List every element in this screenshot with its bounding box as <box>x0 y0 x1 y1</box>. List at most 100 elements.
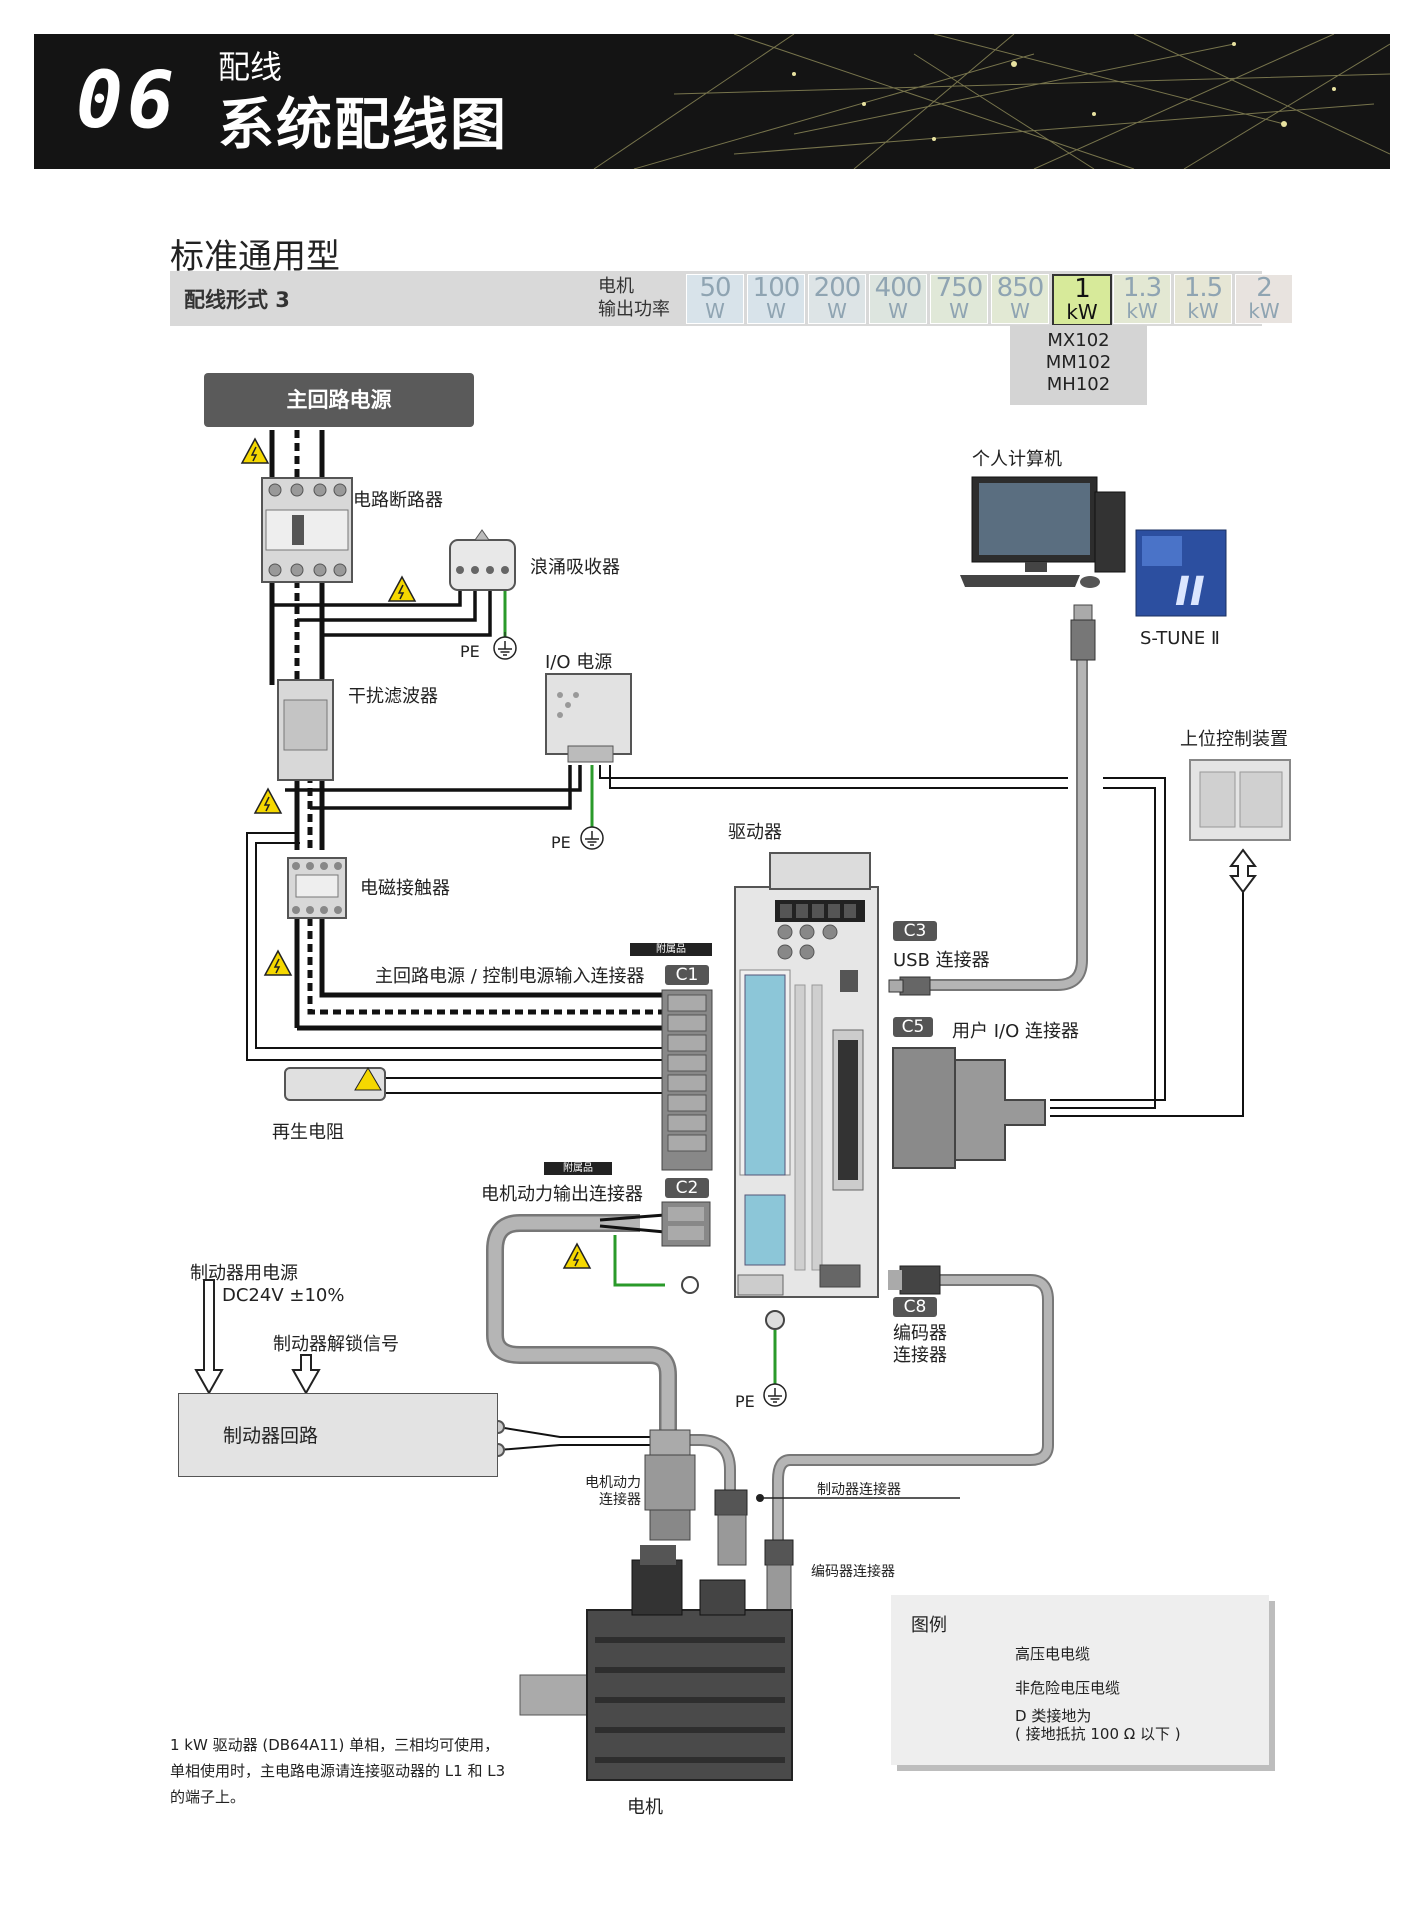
servo-driver <box>734 852 879 1298</box>
c2-accessory-tag: 附属品 <box>544 1162 612 1175</box>
main-power-box: 主回路电源 <box>204 373 474 427</box>
power-rating-unit: kW <box>1248 299 1280 323</box>
svg-text:II: II <box>1175 569 1205 615</box>
power-rating-value: 850 <box>996 273 1045 303</box>
surge-absorber-label: 浪涌吸收器 <box>530 557 620 578</box>
pc-label: 个人计算机 <box>972 449 1062 470</box>
contactor-label: 电磁接触器 <box>360 878 450 899</box>
power-rating-unit: W <box>888 299 908 323</box>
circuit-breaker <box>261 477 353 583</box>
bidirectional-arrow-icon <box>1229 848 1257 894</box>
c1-connector <box>661 989 713 1171</box>
brake-power-label: 制动器用电源 DC24V ±10% <box>190 1263 344 1307</box>
c1-tag: C1 <box>665 965 709 985</box>
motor-output-label: 电机 输出功率 <box>598 275 670 321</box>
c2-connector <box>661 1201 711 1247</box>
warning-icon <box>241 438 269 464</box>
c2-connector-label: 电机动力输出连接器 <box>481 1184 643 1205</box>
power-rating-value: 750 <box>935 273 984 303</box>
power-rating-value: 1.3 <box>1122 273 1162 303</box>
brake-power-label-line1: 制动器用电源 <box>190 1263 298 1284</box>
regen-resistor-label: 再生电阻 <box>272 1122 344 1143</box>
standard-title: 标准通用型 <box>170 237 340 277</box>
power-rating-value: 2 <box>1256 273 1273 303</box>
user-io-connector <box>892 1047 1046 1169</box>
legend-ground: D 类接地为 ( 接地抵抗 100 Ω 以下 ) <box>1015 1707 1181 1743</box>
legend-title: 图例 <box>911 1615 947 1636</box>
power-rating-unit: W <box>1010 299 1030 323</box>
brake-connector <box>714 1489 748 1566</box>
motor-label: 电机 <box>627 1797 663 1818</box>
noise-filter-label: 干扰滤波器 <box>348 686 438 707</box>
brake-circuit-box: 制动器回路 <box>178 1393 498 1477</box>
model-item: MX102 <box>1047 330 1110 351</box>
stune-software-box: II <box>1135 529 1227 617</box>
usb-cable-plug <box>1070 604 1096 661</box>
regen-resistor <box>284 1067 386 1101</box>
power-rating-value: 100 <box>752 273 801 303</box>
c5-tag: C5 <box>893 1017 933 1037</box>
power-rating-value: 1.5 <box>1183 273 1223 303</box>
power-rating-value: 1 <box>1074 274 1091 304</box>
pe-label: PE <box>551 833 571 852</box>
brake-circuit-label: 制动器回路 <box>223 1425 319 1447</box>
encoder-connector <box>764 1539 794 1611</box>
ground-icon <box>763 1383 787 1407</box>
page-title: 系统配线图 <box>218 93 508 158</box>
power-rating-value: 50 <box>699 273 731 303</box>
legend-low-voltage: 非危险电压电缆 <box>1015 1679 1121 1697</box>
power-rating-unit: W <box>766 299 786 323</box>
encoder-connector-label: 编码器 连接器 <box>893 1323 947 1367</box>
section-subtitle: 配线 <box>218 48 283 86</box>
circuit-breaker-label: 电路断路器 <box>353 490 443 511</box>
page-header: 06 配线 系统配线图 <box>34 34 1390 169</box>
surge-absorber <box>449 529 516 591</box>
power-rating-value: 200 <box>813 273 862 303</box>
brake-connector-label: 制动器连接器 <box>817 1482 901 1498</box>
pe-label: PE <box>735 1392 755 1411</box>
legend-ground-line1: D 类接地为 <box>1015 1707 1092 1725</box>
io-power-supply <box>545 673 632 763</box>
warning-icon <box>388 576 416 602</box>
encoder-connector-label-line2: 连接器 <box>893 1345 947 1366</box>
c3-tag: C3 <box>893 921 937 941</box>
power-rating-unit: W <box>705 299 725 323</box>
ground-icon <box>580 826 604 850</box>
c8-tag: C8 <box>893 1297 937 1317</box>
warning-icon <box>254 788 282 814</box>
footnote-line2: 单相使用时，主电路电源请连接驱动器的 L1 和 L3 <box>170 1762 506 1780</box>
noise-filter <box>277 679 334 781</box>
power-rating-value: 400 <box>874 273 923 303</box>
user-io-connector-label: 用户 I/O 连接器 <box>952 1021 1079 1042</box>
power-rating-unit: kW <box>1126 299 1158 323</box>
section-number: 06 <box>76 56 178 146</box>
usb-plug <box>888 976 931 996</box>
driver-label: 驱动器 <box>728 822 782 843</box>
power-rating-unit: W <box>827 299 847 323</box>
model-item: MM102 <box>1045 352 1112 373</box>
legend: 图例 高压电电缆 非危险电压电缆 D 类接地为 ( 接地抵抗 100 Ω 以下 … <box>891 1595 1269 1765</box>
footnote-line1: 1 kW 驱动器 (DB64A11) 单相，三相均可使用， <box>170 1736 500 1754</box>
encoder-connector-bottom-label: 编码器连接器 <box>811 1564 895 1580</box>
motor-power-connector-label-line1: 电机动力 <box>585 1475 641 1491</box>
magnetic-contactor <box>287 857 347 919</box>
host-controller <box>1189 759 1291 841</box>
motor-output-label-line1: 电机 <box>598 276 634 297</box>
encoder-plug <box>888 1265 941 1295</box>
motor-power-connector-label-line2: 连接器 <box>599 1492 641 1508</box>
brake-power-label-line2: DC24V ±10% <box>222 1285 345 1306</box>
motor-power-connector-label: 电机动力 连接器 <box>585 1475 641 1509</box>
power-rating-unit: kW <box>1187 299 1219 323</box>
c1-connector-label: 主回路电源 / 控制电源输入连接器 <box>375 966 645 987</box>
brake-unlock-label: 制动器解锁信号 <box>273 1334 399 1355</box>
stune-label: S-TUNE Ⅱ <box>1140 628 1220 649</box>
